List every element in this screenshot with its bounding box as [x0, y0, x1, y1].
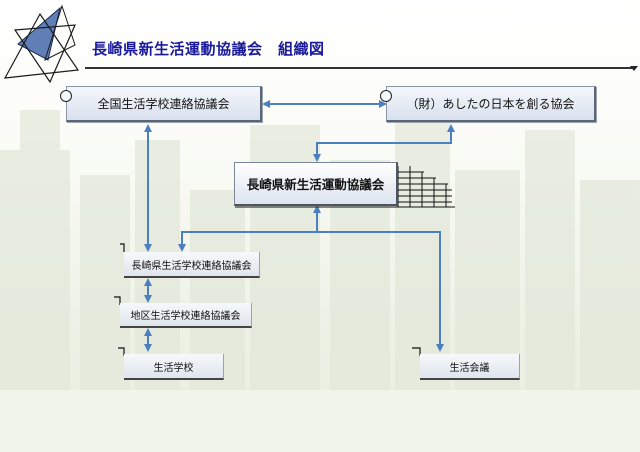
district-council-label: 地区生活学校連絡協議会 [130, 311, 241, 322]
national-council-label: 全国生活学校連絡協議会 [97, 97, 230, 111]
foundation-label: （財）あしたの日本を創る協会 [406, 97, 575, 111]
title-underline [85, 67, 632, 69]
grid-decoration [235, 166, 455, 208]
national-council-ring [60, 90, 72, 102]
logo-triangles [3, 4, 80, 84]
life-council-box: 生活会議 [420, 354, 520, 380]
tick-district [114, 296, 121, 305]
life-council-label: 生活会議 [449, 362, 490, 374]
foundation-ring [380, 90, 392, 102]
tick-council [412, 347, 421, 356]
life-school-label: 生活学校 [153, 362, 194, 374]
pref-council-label: 長崎県生活学校連絡協議会 [131, 260, 252, 272]
pref-council-box: 長崎県生活学校連絡協議会 [124, 252, 260, 278]
title-underline-tip [630, 66, 638, 71]
foundation-box: （財）あしたの日本を創る協会 [386, 86, 596, 122]
life-school-box: 生活学校 [124, 354, 224, 380]
page-title: 長崎県新生活運動協議会 組織図 [92, 40, 325, 58]
link-center-foundation [313, 124, 455, 162]
center-council-box: 長崎県新生活運動協議会 [234, 162, 398, 206]
center-council-label: 長崎県新生活運動協議会 [246, 177, 385, 192]
district-council-box: 地区生活学校連絡協議会 [120, 303, 252, 328]
tick-school [118, 347, 125, 356]
national-council-box: 全国生活学校連絡協議会 [66, 86, 262, 122]
link-distribution [178, 231, 444, 352]
tick-pref [120, 243, 125, 252]
